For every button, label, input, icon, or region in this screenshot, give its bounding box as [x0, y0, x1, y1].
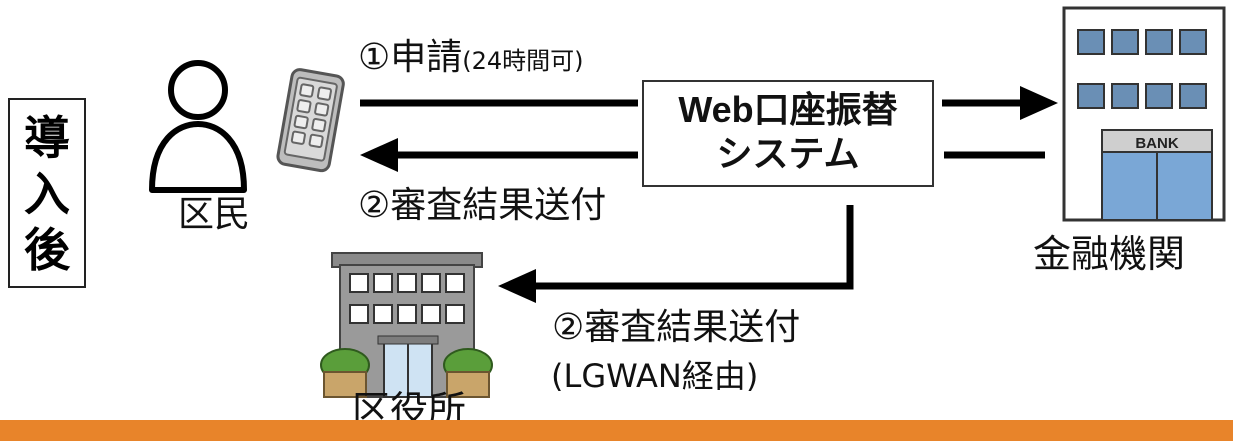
smartphone-icon [276, 68, 345, 173]
after-label-char-1: 導 [24, 111, 70, 165]
resident-label: 区民 [178, 194, 251, 235]
bottom-accent-bar [0, 420, 1233, 441]
bank-label: 金融機関 [1033, 232, 1186, 276]
arrow-to-bank [942, 86, 1058, 120]
ward-office-building-icon [320, 252, 493, 398]
system-name-line-1: Web口座振替 [678, 89, 898, 130]
result-arrow-to-resident [360, 138, 638, 172]
result-arrow-to-ward-office [498, 205, 854, 303]
system-name-line-2: システム [716, 133, 860, 174]
bank-sign-text: BANK [1135, 135, 1178, 152]
after-label-char-3: 後 [24, 223, 70, 277]
apply-label-main: ①申請 [358, 37, 463, 78]
apply-label: ①申請(24時間可) [358, 38, 584, 81]
person-icon [149, 60, 247, 193]
after-introduction-label-box: 導 入 後 [8, 98, 86, 288]
result-label-resident: ②審査結果送付 [358, 185, 607, 226]
bank-building-icon [1062, 6, 1226, 222]
apply-label-note: (24時間可) [462, 47, 584, 75]
web-account-transfer-system-box: Web口座振替 システム [642, 80, 934, 187]
lgwan-note-label: (LGWAN経由) [551, 357, 759, 395]
result-label-ward-office: ②審査結果送付 [552, 307, 801, 348]
after-label-char-2: 入 [24, 167, 70, 221]
